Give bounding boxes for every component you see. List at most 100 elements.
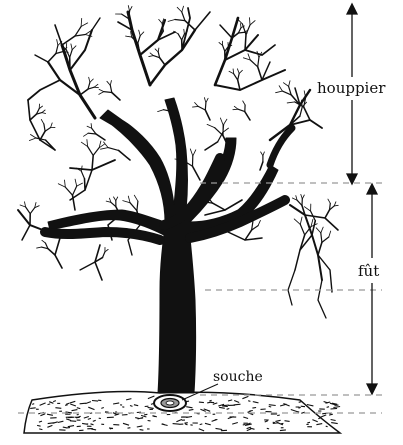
twig	[48, 249, 55, 255]
twig	[261, 152, 263, 156]
twig	[185, 21, 195, 30]
twig	[57, 40, 58, 46]
twig	[30, 208, 35, 214]
twig	[101, 148, 109, 150]
twig	[65, 187, 72, 195]
twig	[108, 148, 118, 151]
ground-speck	[65, 405, 68, 406]
twig	[116, 197, 118, 201]
ground-speck	[90, 413, 92, 414]
twig	[233, 109, 238, 110]
ground-speck	[285, 421, 290, 422]
twig	[233, 69, 234, 74]
twig	[139, 30, 141, 36]
ground-speck	[248, 401, 250, 402]
twig	[48, 54, 56, 63]
ground-speck	[250, 411, 253, 412]
ground-speck	[327, 407, 329, 408]
twig	[81, 23, 88, 27]
twig	[130, 203, 137, 211]
twig	[300, 217, 302, 224]
twig	[294, 219, 300, 225]
ground-speck	[144, 414, 147, 415]
twig	[334, 205, 338, 206]
twig	[128, 196, 130, 203]
twig	[75, 179, 77, 186]
twig	[91, 124, 92, 129]
twig	[237, 69, 239, 74]
trunk-label: fût	[358, 262, 379, 280]
trunk-dimension-arrow	[367, 184, 377, 394]
twig	[90, 79, 93, 82]
twig	[198, 106, 205, 110]
ground-speck	[55, 408, 61, 409]
twig	[234, 106, 238, 109]
twig	[105, 249, 108, 252]
twig	[312, 221, 315, 235]
twig	[238, 32, 243, 33]
twig	[250, 18, 251, 25]
twig	[297, 200, 302, 205]
twig	[65, 180, 66, 187]
twig	[300, 107, 302, 116]
twig	[30, 114, 36, 120]
twig	[89, 77, 90, 82]
twig	[238, 73, 240, 80]
twig	[138, 36, 140, 44]
twig	[182, 12, 185, 21]
twig	[94, 87, 98, 88]
twig	[110, 85, 112, 92]
ground-speck	[48, 404, 51, 405]
twig	[229, 71, 234, 74]
twig	[56, 52, 63, 54]
twig	[300, 224, 304, 235]
twig	[279, 86, 282, 91]
twig	[42, 110, 45, 113]
twig	[329, 231, 331, 237]
stump	[154, 395, 186, 411]
ground-speck	[252, 408, 256, 409]
twig	[70, 50, 73, 58]
ground-speck	[80, 403, 86, 404]
twig	[328, 199, 330, 203]
twig	[258, 58, 259, 67]
ground-speck	[209, 400, 211, 401]
twig	[155, 49, 158, 52]
twig	[245, 35, 246, 51]
twig	[56, 45, 58, 53]
crown-label: houppier	[317, 79, 386, 97]
twig	[193, 150, 196, 156]
twig	[112, 93, 120, 101]
twig	[81, 166, 82, 171]
twig	[204, 98, 206, 103]
twig	[193, 166, 201, 180]
twig	[75, 35, 85, 37]
twig	[29, 138, 36, 141]
twig	[77, 183, 83, 186]
twig	[104, 142, 109, 148]
twig	[37, 247, 42, 248]
twig	[75, 27, 81, 37]
twig	[304, 107, 310, 120]
twig	[85, 179, 86, 190]
twig	[41, 119, 44, 124]
twig	[20, 205, 26, 207]
ground-speck	[223, 405, 229, 406]
twig	[44, 124, 45, 131]
ground-speck	[199, 402, 204, 403]
twig	[51, 123, 53, 128]
ground-speck	[184, 423, 187, 424]
ground-speck	[39, 429, 42, 430]
ground-speck	[331, 408, 338, 409]
ground-speck	[70, 421, 76, 422]
twig	[321, 227, 323, 233]
twig	[149, 56, 154, 57]
ground-speck	[37, 425, 41, 426]
twig	[160, 58, 165, 65]
twig	[168, 20, 175, 22]
twig	[42, 113, 46, 114]
twig	[42, 240, 46, 243]
twig	[73, 186, 77, 195]
twig	[103, 252, 105, 258]
ground-speck	[32, 404, 34, 405]
